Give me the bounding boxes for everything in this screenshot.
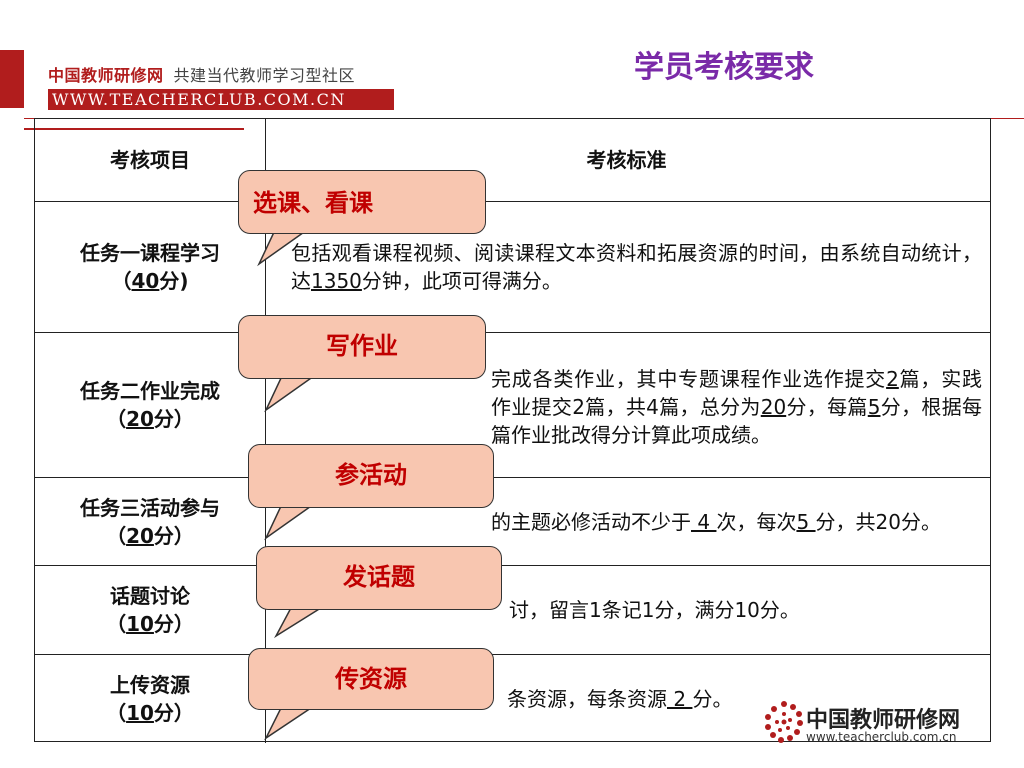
criteria-value: 2: [667, 687, 693, 711]
table-row: 任务三活动参与 （20分） 的主题必修活动不少于 4 次，每次5 分，共20分。: [35, 477, 990, 565]
slide-title: 学员考核要求: [634, 50, 814, 85]
callout-tail: [264, 705, 317, 741]
score-suffix: 分）: [153, 523, 194, 548]
score-prefix: （: [106, 407, 127, 431]
logo-dots-icon: [765, 701, 803, 743]
criteria-value: 1350: [311, 269, 362, 293]
item-cell: 上传资源 （10分）: [35, 655, 266, 743]
callout-label: 发话题: [343, 563, 415, 591]
score-value: 40: [131, 269, 160, 293]
score-suffix: 分）: [153, 407, 194, 431]
item-name: 任务一课程学习: [80, 241, 220, 265]
callout-tail: [274, 605, 327, 639]
criteria-part: 分。: [692, 687, 733, 711]
item-name: 任务三活动参与: [80, 495, 220, 520]
table-row: 上传资源 （10分） 条资源，每条资源 2 分。: [35, 654, 990, 743]
score-prefix: （: [106, 612, 127, 636]
criteria-part: 完成各类作业，其中专题课程作业选作提交: [491, 367, 887, 391]
callout-homework: 写作业: [238, 315, 486, 379]
table-row: 话题讨论 （10分） 讨，留言1条记1分，满分10分。: [35, 565, 990, 654]
criteria-part: 的主题必修活动不少于: [491, 509, 691, 534]
criteria-value: 2: [886, 367, 899, 391]
item-score: （10分）: [106, 610, 194, 638]
brand-url: WWW.TEACHERCLUB.COM.CN: [48, 89, 394, 110]
header-divider-short: [24, 128, 244, 130]
score-suffix: 分): [159, 269, 189, 293]
item-score: （20分）: [106, 405, 194, 433]
criteria-text: 的主题必修活动不少于 4 次，每次5 分，共20分。: [271, 508, 941, 536]
header-accent-bar: [0, 50, 24, 108]
criteria-part: 次，每次: [716, 509, 797, 534]
criteria-cell: 完成各类作业，其中专题课程作业选作提交2篇，实践作业提交2篇，共4篇，总分为20…: [271, 333, 982, 477]
score-value: 20: [126, 523, 154, 548]
criteria-part: 包括观看课程视频、阅读课程文本资料和拓展资源的时间，由系统自动统计，达: [291, 241, 982, 293]
item-score: （10分）: [106, 699, 194, 727]
criteria-text: 条资源，每条资源 2 分。: [271, 685, 732, 713]
col-header-criteria: 考核标准: [586, 148, 667, 172]
callout-label: 选课、看课: [253, 189, 373, 217]
table-row: 任务一课程学习 （40分) 包括观看课程视频、阅读课程文本资料和拓展资源的时间，…: [35, 201, 990, 332]
score-suffix: 分）: [153, 612, 194, 636]
criteria-cell: 讨，留言1条记1分，满分10分。: [271, 566, 982, 654]
criteria-cell: 包括观看课程视频、阅读课程文本资料和拓展资源的时间，由系统自动统计，达1350分…: [271, 202, 982, 332]
criteria-cell: 的主题必修活动不少于 4 次，每次5 分，共20分。: [271, 478, 982, 565]
item-cell: 任务二作业完成 （20分）: [35, 333, 266, 477]
criteria-part: 分，共20分。: [815, 509, 941, 534]
score-prefix: （: [111, 269, 132, 293]
callout-activities: 参活动: [248, 444, 494, 508]
footer-logo-url: www.teacherclub.com.cn: [806, 730, 957, 744]
brand-name-text: 中国教师研修网: [48, 66, 164, 85]
criteria-part: 分，根据每篇作业批改得分计算此项成绩。: [491, 395, 983, 447]
assessment-table: 考核项目 考核标准 任务一课程学习 （40分) 包括观看课程视频、阅读课程文本资…: [34, 118, 991, 743]
item-name: 上传资源: [110, 673, 190, 697]
brand-logo: 中国教师研修网共建当代教师学习型社区 WWW.TEACHERCLUB.COM.C…: [48, 62, 394, 110]
score-value: 10: [126, 612, 154, 636]
callout-label: 参活动: [335, 461, 407, 489]
item-score: （40分): [112, 267, 189, 295]
criteria-part: 条资源，每条资源: [507, 687, 667, 711]
criteria-value: 20: [760, 395, 787, 419]
score-prefix: （: [106, 701, 127, 725]
item-score: （20分）: [106, 522, 194, 550]
item-cell: 任务三活动参与 （20分）: [35, 478, 266, 565]
footer-logo-name: 中国教师研修网: [806, 708, 961, 733]
brand-name: 中国教师研修网共建当代教师学习型社区: [48, 62, 394, 86]
criteria-part: 分，每篇: [786, 395, 868, 419]
footer-logo: 中国教师研修网 www.teacherclub.com.cn: [764, 694, 974, 750]
callout-tail: [257, 229, 310, 267]
criteria-text: 完成各类作业，其中专题课程作业选作提交2篇，实践作业提交2篇，共4篇，总分为20…: [271, 361, 982, 449]
criteria-part: 篇，实践作业提交2篇，共4篇，总分为: [491, 367, 983, 419]
callout-select-courses: 选课、看课: [238, 170, 486, 234]
criteria-value: 5: [867, 395, 881, 419]
table-row: 任务二作业完成 （20分） 完成各类作业，其中专题课程作业选作提交2篇，实践作业…: [35, 332, 990, 477]
item-cell: 任务一课程学习 （40分): [35, 202, 266, 332]
callout-label: 写作业: [326, 332, 398, 360]
criteria-part: 分钟，此项可得满分。: [361, 269, 562, 293]
item-cell: 话题讨论 （10分）: [35, 566, 266, 654]
criteria-text: 包括观看课程视频、阅读课程文本资料和拓展资源的时间，由系统自动统计，达1350分…: [271, 239, 982, 295]
col-header-item: 考核项目: [35, 119, 266, 201]
score-prefix: （: [106, 523, 127, 548]
criteria-text: 讨，留言1条记1分，满分10分。: [509, 598, 800, 622]
table-header-row: 考核项目 考核标准: [35, 119, 990, 201]
score-suffix: 分）: [153, 701, 194, 725]
item-name: 任务二作业完成: [80, 379, 220, 403]
criteria-cell: 条资源，每条资源 2 分。: [271, 655, 982, 743]
score-value: 10: [126, 701, 154, 725]
callout-tail: [264, 503, 317, 541]
callout-resources: 传资源: [248, 648, 494, 710]
score-value: 20: [126, 407, 154, 431]
callout-tail: [264, 375, 317, 413]
callout-topics: 发话题: [256, 546, 502, 610]
brand-slogan: 共建当代教师学习型社区: [173, 66, 356, 85]
item-name: 话题讨论: [110, 584, 190, 608]
criteria-value: 4: [691, 509, 717, 534]
callout-label: 传资源: [335, 665, 407, 693]
criteria-value: 5: [796, 509, 816, 534]
